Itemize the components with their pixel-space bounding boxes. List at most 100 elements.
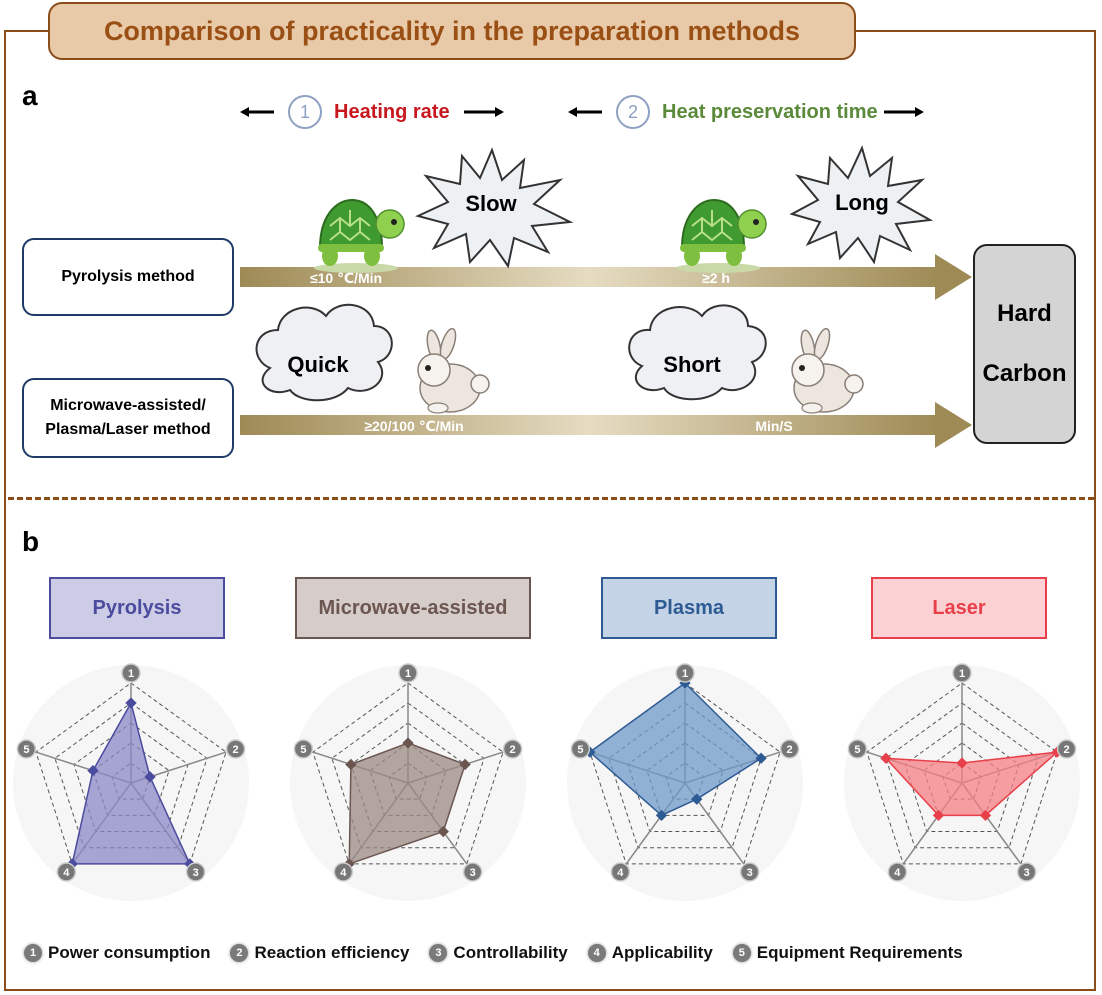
microwave-title: Microwave-assisted xyxy=(295,577,531,639)
radar-data-point xyxy=(402,737,414,749)
radar-axis-number: 4 xyxy=(894,867,901,879)
radar-grid-ring xyxy=(885,702,1039,849)
short-label: Short xyxy=(663,352,721,377)
radar-axis-badge xyxy=(502,739,523,759)
radar-axis-badge xyxy=(398,663,418,683)
radar-axis-number: 1 xyxy=(959,668,965,680)
radar-axis-badge xyxy=(887,862,908,882)
figure-title: Comparison of practicality in the prepar… xyxy=(103,15,801,46)
radar-series-area xyxy=(71,701,191,865)
short-cloud-icon xyxy=(628,304,767,401)
radar-axis-number: 4 xyxy=(63,867,70,879)
radar-data-point xyxy=(880,752,892,764)
turtle-icon xyxy=(676,198,767,273)
radar-grid-ring xyxy=(54,702,208,849)
legend-number-badge: 2 xyxy=(230,944,249,962)
step-2-badge: 2 xyxy=(616,95,650,129)
radar-axis-badge xyxy=(1056,739,1077,759)
radar-axis-number: 4 xyxy=(617,867,624,879)
radar-axis-badge xyxy=(1016,862,1037,882)
radar-series-area xyxy=(884,751,1060,817)
microwave-method-label-line2: Plasma/Laser method xyxy=(45,421,211,438)
radar-axis-number: 2 xyxy=(787,744,793,756)
microwave-arrow xyxy=(240,402,972,448)
radar-axis-number: 3 xyxy=(1024,867,1030,879)
legend-label: Power consumption xyxy=(48,943,211,962)
panel-b-label: b xyxy=(22,526,40,557)
radar-data-point xyxy=(345,758,357,771)
radar-axis-badge xyxy=(293,739,314,759)
quick-cloud-icon xyxy=(255,303,393,402)
hard-carbon-line1: Hard xyxy=(997,300,1052,327)
laser-title: Laser xyxy=(871,577,1047,639)
right-arrow-icon xyxy=(883,107,924,117)
radar-axis-number: 5 xyxy=(577,744,583,756)
radar-axis-badge xyxy=(779,739,800,759)
microwave-time-label: Min/S xyxy=(755,418,792,434)
radar-axis-number: 3 xyxy=(470,867,476,879)
radar-series-area xyxy=(588,682,763,817)
long-burst-icon xyxy=(789,145,934,265)
radar-axis-number: 1 xyxy=(128,668,134,680)
pyrolysis-method-label: Pyrolysis method xyxy=(61,268,195,285)
radar-axis-badge xyxy=(56,862,77,882)
radar-axis-number: 1 xyxy=(682,668,688,680)
legend-label: Equipment Requirements xyxy=(756,943,963,962)
radar-series-area xyxy=(348,742,466,865)
radar-axis-badge xyxy=(185,862,206,882)
plasma-title: Plasma xyxy=(601,577,777,639)
legend-number-badge: 1 xyxy=(24,944,42,962)
radar-data-point xyxy=(932,809,945,822)
left-arrow-icon xyxy=(240,107,274,117)
radar-axis-badge xyxy=(16,739,37,759)
radar-data-point xyxy=(979,809,992,822)
legend-item: 4 Applicability xyxy=(587,943,713,963)
radar-axis-badge xyxy=(675,663,695,683)
pyrolysis-time-label: ≥2 h xyxy=(702,270,730,286)
turtle-icon xyxy=(314,198,405,273)
process-arrows-svg: Slow Long Quick Short ≤10 ℃/Min ≥2 h ≥20… xyxy=(240,145,972,448)
radar-axis-badge xyxy=(121,663,141,683)
radar-axis-number: 5 xyxy=(854,744,860,756)
radar-grid-ring xyxy=(331,702,485,849)
legend-label: Reaction efficiency xyxy=(254,943,410,962)
radar-axis-number: 3 xyxy=(193,867,199,879)
heating-rate-header: 1 Heating rate xyxy=(240,95,504,129)
pyrolysis-title: Pyrolysis xyxy=(49,577,225,639)
radar-data-point xyxy=(437,825,449,838)
panel-divider xyxy=(8,497,1094,500)
radar-axis-number: 2 xyxy=(1064,744,1070,756)
radar-axis-badge xyxy=(952,663,972,683)
quick-label: Quick xyxy=(287,352,349,377)
radar-data-point xyxy=(956,757,968,769)
radar-axis-badge xyxy=(333,862,354,882)
microwave-rate-label: ≥20/100 ℃/Min xyxy=(364,418,463,434)
rabbit-icon xyxy=(417,327,490,414)
legend-number-badge: 4 xyxy=(587,944,606,962)
radar-axis-number: 1 xyxy=(405,668,411,680)
radar-data-point xyxy=(144,771,156,783)
slow-label: Slow xyxy=(465,191,517,216)
legend-item: 1 Power consumption xyxy=(24,943,210,963)
hard-carbon-box: Hard Carbon xyxy=(973,244,1076,444)
legend-number-badge: 5 xyxy=(732,944,751,962)
radar-axis-badge xyxy=(570,739,591,759)
slow-burst-icon xyxy=(415,147,574,269)
pyrolysis-rate-label: ≤10 ℃/Min xyxy=(310,270,382,286)
radar-data-point xyxy=(655,809,668,822)
legend-label: Applicability xyxy=(611,943,713,962)
heat-preservation-label: Heat preservation time xyxy=(662,100,878,123)
radar-data-point xyxy=(459,758,471,771)
microwave-method-box: Microwave-assisted/ Plasma/Laser method xyxy=(22,378,234,458)
radar-axis-badge xyxy=(462,862,483,882)
panel-a-label: a xyxy=(22,80,38,111)
microwave-method-label-line1: Microwave-assisted/ xyxy=(50,397,206,414)
legend-item: 5 Equipment Requirements xyxy=(732,943,963,963)
long-label: Long xyxy=(835,190,889,215)
right-arrow-icon xyxy=(463,107,504,117)
radar-data-point xyxy=(691,793,703,805)
radar-axis-number: 5 xyxy=(23,744,29,756)
